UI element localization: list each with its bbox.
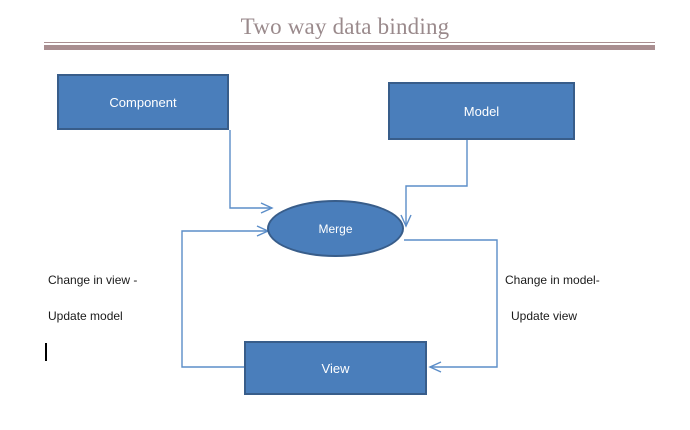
annotation-update-model: Update model (48, 309, 123, 323)
edge-model-to-merge (400, 140, 468, 228)
node-component[interactable]: Component (57, 74, 229, 130)
node-view[interactable]: View (244, 341, 427, 395)
annotation-update-view: Update view (511, 309, 578, 323)
node-model-label: Model (463, 103, 500, 119)
node-view-label: View (321, 360, 350, 376)
title-divider-thick-line (44, 45, 655, 50)
edge-merge-to-view (404, 239, 498, 373)
page-title: Two way data binding (240, 14, 450, 39)
edge-component-to-merge (229, 130, 274, 214)
node-model[interactable]: Model (388, 82, 575, 140)
text-cursor-caret (45, 343, 47, 361)
annotation-change-in-view: Change in view - (48, 273, 138, 287)
node-merge-label: Merge (318, 221, 353, 236)
title-divider-thin-line (44, 42, 655, 43)
annotation-change-in-model: Change in model- (505, 273, 600, 287)
title-divider (44, 42, 655, 50)
node-merge[interactable]: Merge (267, 200, 404, 257)
node-component-label: Component (109, 94, 177, 110)
